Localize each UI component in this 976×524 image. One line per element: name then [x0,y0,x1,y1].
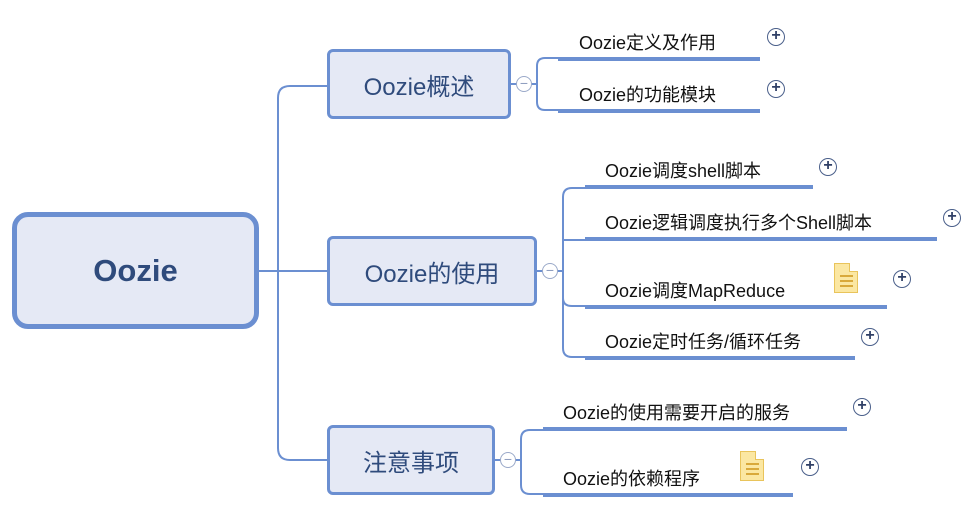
topic-label: Oozie的使用需要开启的服务 [563,403,791,423]
expand-plus-icon[interactable]: + [767,28,785,46]
topic-label: Oozie定义及作用 [579,33,717,53]
branch-node-notes[interactable]: 注意事项 [327,425,495,495]
topic-shell-script[interactable]: Oozie调度shell脚本 [585,161,813,189]
minus-icon: − [519,75,529,91]
topic-underline [543,493,793,497]
collapse-toggle[interactable]: − [542,263,558,279]
topic-underline [585,305,887,309]
topic-underline [543,427,847,431]
topic-label: Oozie的功能模块 [579,85,717,105]
minus-icon: − [503,451,513,467]
expand-plus-icon[interactable]: + [819,158,837,176]
topic-scheduled-tasks[interactable]: Oozie定时任务/循环任务 [585,332,855,360]
note-icon[interactable] [834,263,858,293]
expand-plus-icon[interactable]: + [801,458,819,476]
expand-plus-icon[interactable]: + [861,328,879,346]
branch-label: Oozie的使用 [364,260,500,288]
minus-icon: − [545,262,555,278]
topic-label: Oozie调度MapReduce [605,281,786,301]
topic-dependencies[interactable]: Oozie的依赖程序 [543,469,793,497]
topic-underline [558,57,760,61]
root-node[interactable]: Oozie [12,212,259,329]
topic-label: Oozie调度shell脚本 [605,161,762,181]
branch-label: Oozie概述 [363,73,475,101]
topic-label: Oozie定时任务/循环任务 [605,332,802,352]
topic-underline [558,109,760,113]
topic-definition[interactable]: Oozie定义及作用 [558,33,760,61]
collapse-toggle[interactable]: − [516,76,532,92]
topic-underline [585,185,813,189]
expand-plus-icon[interactable]: + [943,209,961,227]
branch-label: 注意事项 [363,449,459,477]
topic-label: Oozie逻辑调度执行多个Shell脚本 [605,213,873,233]
note-icon[interactable] [740,451,764,481]
branch-node-usage[interactable]: Oozie的使用 [327,236,537,306]
expand-plus-icon[interactable]: + [893,270,911,288]
topic-underline [585,356,855,360]
root-label: Oozie [93,252,178,288]
branch-node-overview[interactable]: Oozie概述 [327,49,511,119]
topic-underline [585,237,937,241]
topic-multiple-shell[interactable]: Oozie逻辑调度执行多个Shell脚本 [585,213,937,241]
topic-required-services[interactable]: Oozie的使用需要开启的服务 [543,403,847,431]
topic-label: Oozie的依赖程序 [563,469,701,489]
topic-mapreduce[interactable]: Oozie调度MapReduce [585,281,887,309]
collapse-toggle[interactable]: − [500,452,516,468]
expand-plus-icon[interactable]: + [767,80,785,98]
topic-function-modules[interactable]: Oozie的功能模块 [558,85,760,113]
expand-plus-icon[interactable]: + [853,398,871,416]
